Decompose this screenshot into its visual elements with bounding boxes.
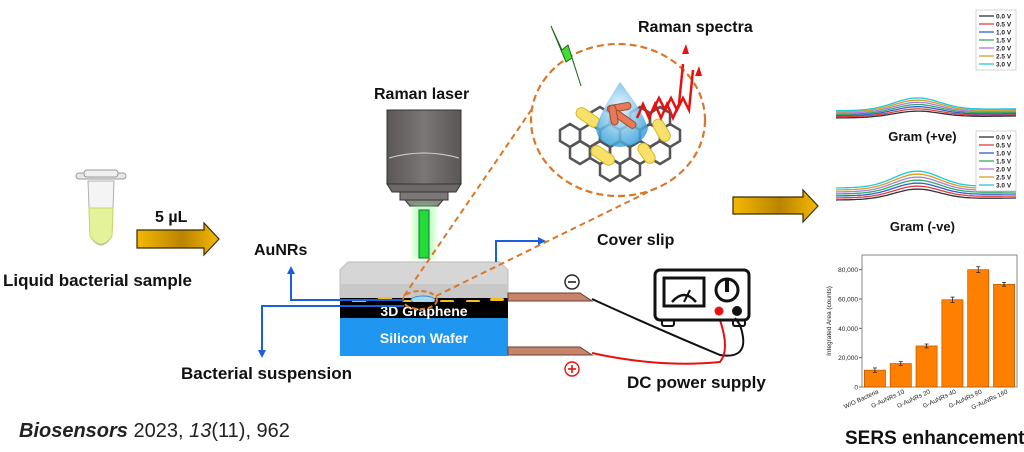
bar: [889, 363, 912, 388]
electrodes: [507, 292, 594, 356]
legend-label: 2.0 V: [996, 167, 1012, 174]
legend-box: [975, 9, 1017, 71]
bar: [941, 299, 964, 388]
legend-label: 1.0 V: [996, 151, 1012, 158]
spectrum-line: [835, 103, 1016, 116]
negative-wire: [591, 298, 745, 357]
spectrum-line: [835, 101, 1016, 114]
y-tick-label: 0: [854, 385, 858, 392]
objective-lens-icon: [386, 109, 462, 207]
positive-wire: [591, 319, 726, 365]
sers-enhancement-label: SERS enhancement: [845, 428, 1024, 449]
legend-label: 2.0 V: [996, 46, 1012, 53]
y-tick-label: 40,000: [838, 326, 858, 333]
legend-label: 1.5 V: [996, 159, 1012, 166]
pointer-lines: [261, 240, 540, 352]
spectrum-line: [835, 179, 1016, 195]
laser-beam: [418, 209, 430, 259]
bar: [993, 284, 1015, 388]
legend-label: 0.0 V: [996, 135, 1012, 142]
y-tick-label: 60,000: [838, 297, 858, 304]
citation-issue-pages: (11), 962: [211, 420, 290, 442]
legend-label: 1.0 V: [996, 30, 1012, 37]
bar: [967, 269, 990, 388]
spectrum-line: [835, 188, 1016, 201]
citation-journal: Biosensors: [19, 420, 128, 442]
spectrum-line: [835, 110, 1016, 119]
spectra-title: Gram (+ve): [888, 129, 956, 144]
plot-frame: [861, 254, 1018, 388]
citation-volume: 13: [189, 420, 212, 442]
legend-label: 0.0 V: [996, 14, 1012, 21]
spectrum-line: [835, 99, 1016, 113]
y-tick-label: 80,000: [838, 267, 858, 274]
aunrs-label: AuNRs: [254, 242, 308, 259]
citation-year: 2023,: [127, 420, 190, 442]
silicon-label: Silicon Wafer: [380, 330, 469, 346]
legend-label: 3.0 V: [996, 183, 1012, 190]
sample-label: Liquid bacterial sample: [3, 271, 192, 290]
spectrum-line: [835, 185, 1016, 199]
callout-magnified-view: [529, 25, 707, 198]
dc-power-supply-icon: [653, 268, 751, 327]
legend-label: 3.0 V: [996, 62, 1012, 69]
spectrum-line: [835, 97, 1016, 112]
result-arrow-icon: [732, 188, 819, 224]
legend-label: 0.5 V: [996, 22, 1012, 29]
raman-laser-label: Raman laser: [374, 86, 470, 103]
citation: Biosensors 2023, 13(11), 962: [19, 420, 290, 443]
gram-positive-spectra-chart: 0.0 V0.5 V1.0 V1.5 V2.0 V2.5 V3.0 VGram …: [835, 9, 1017, 144]
cover-slip-label: Cover slip: [597, 232, 675, 249]
sample-tube-icon: [75, 169, 127, 246]
legend-label: 2.5 V: [996, 54, 1012, 61]
spectra-title: Gram (-ve): [890, 219, 955, 234]
spectrum-line: [835, 108, 1016, 118]
gram-negative-spectra-chart: 0.0 V0.5 V1.0 V1.5 V2.0 V2.5 V3.0 V Gram …: [835, 130, 1017, 234]
y-axis-label: Integrated Area (counts): [826, 286, 833, 356]
bacterial-suspension-label: Bacterial suspension: [181, 364, 353, 383]
volume-label: 5 µL: [155, 209, 188, 226]
bar: [915, 345, 938, 388]
dc-power-label: DC power supply: [627, 373, 766, 392]
laser-bolt-icon: [550, 25, 582, 87]
legend-label: 1.5 V: [996, 38, 1012, 45]
transfer-arrow-icon: [136, 221, 220, 257]
legend-label: 0.5 V: [996, 143, 1012, 150]
spectrum-line: [835, 106, 1016, 117]
legend-label: 2.5 V: [996, 175, 1012, 182]
y-tick-label: 20,000: [838, 355, 858, 362]
raman-spectra-label: Raman spectra: [638, 19, 753, 36]
spectrum-line: [835, 182, 1016, 197]
